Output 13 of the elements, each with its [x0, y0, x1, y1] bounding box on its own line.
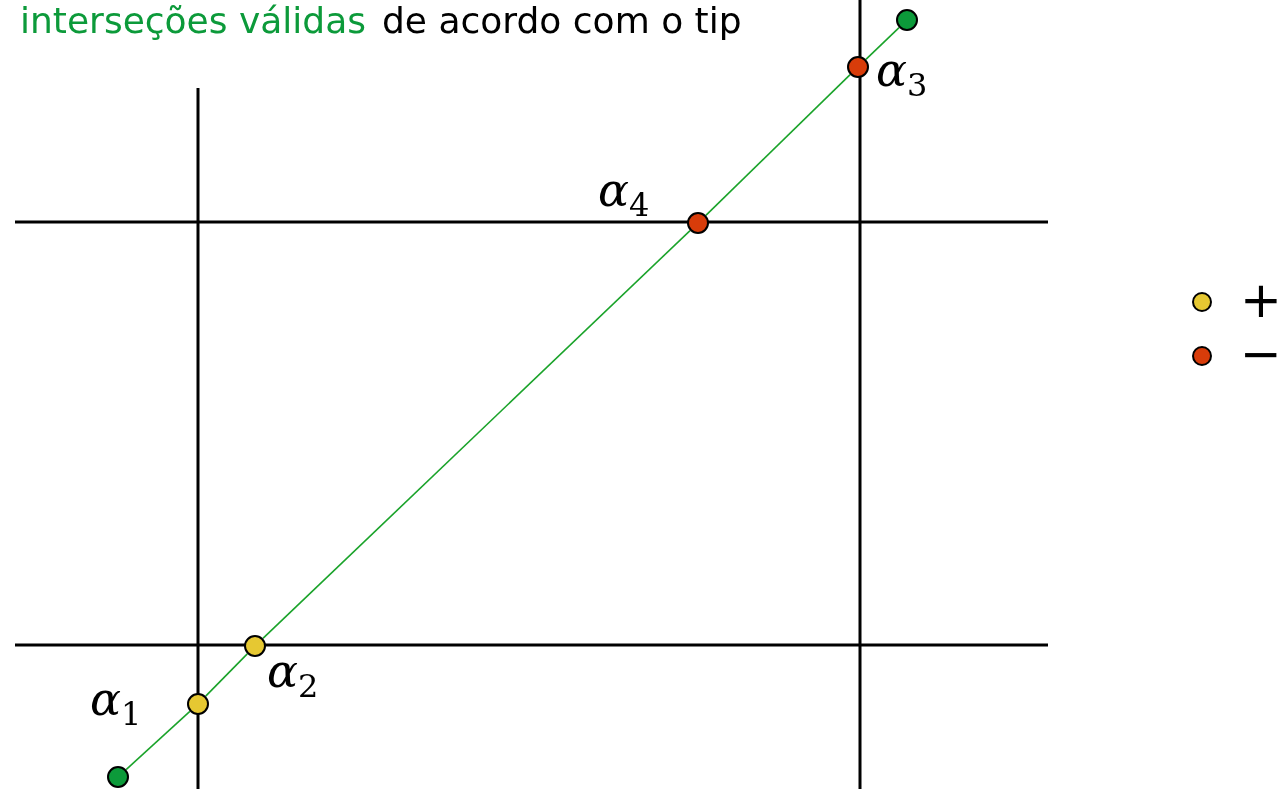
point-label: α$_{1}$	[90, 674, 142, 736]
point-label: α$_{4}$	[598, 165, 650, 227]
point-label: α$_{2}$	[267, 646, 319, 708]
line-segment	[125, 710, 191, 771]
line-segment	[705, 73, 851, 217]
heading-text: de acordo com o tip	[382, 0, 742, 42]
heading-text: interseções válidas	[20, 0, 366, 42]
line-segment	[204, 653, 249, 697]
line-segment	[865, 26, 900, 61]
point-label: α$_{3}$	[876, 45, 928, 107]
line-segment	[262, 229, 691, 640]
legend-text: +	[1240, 275, 1278, 325]
legend-text: −	[1240, 329, 1278, 379]
